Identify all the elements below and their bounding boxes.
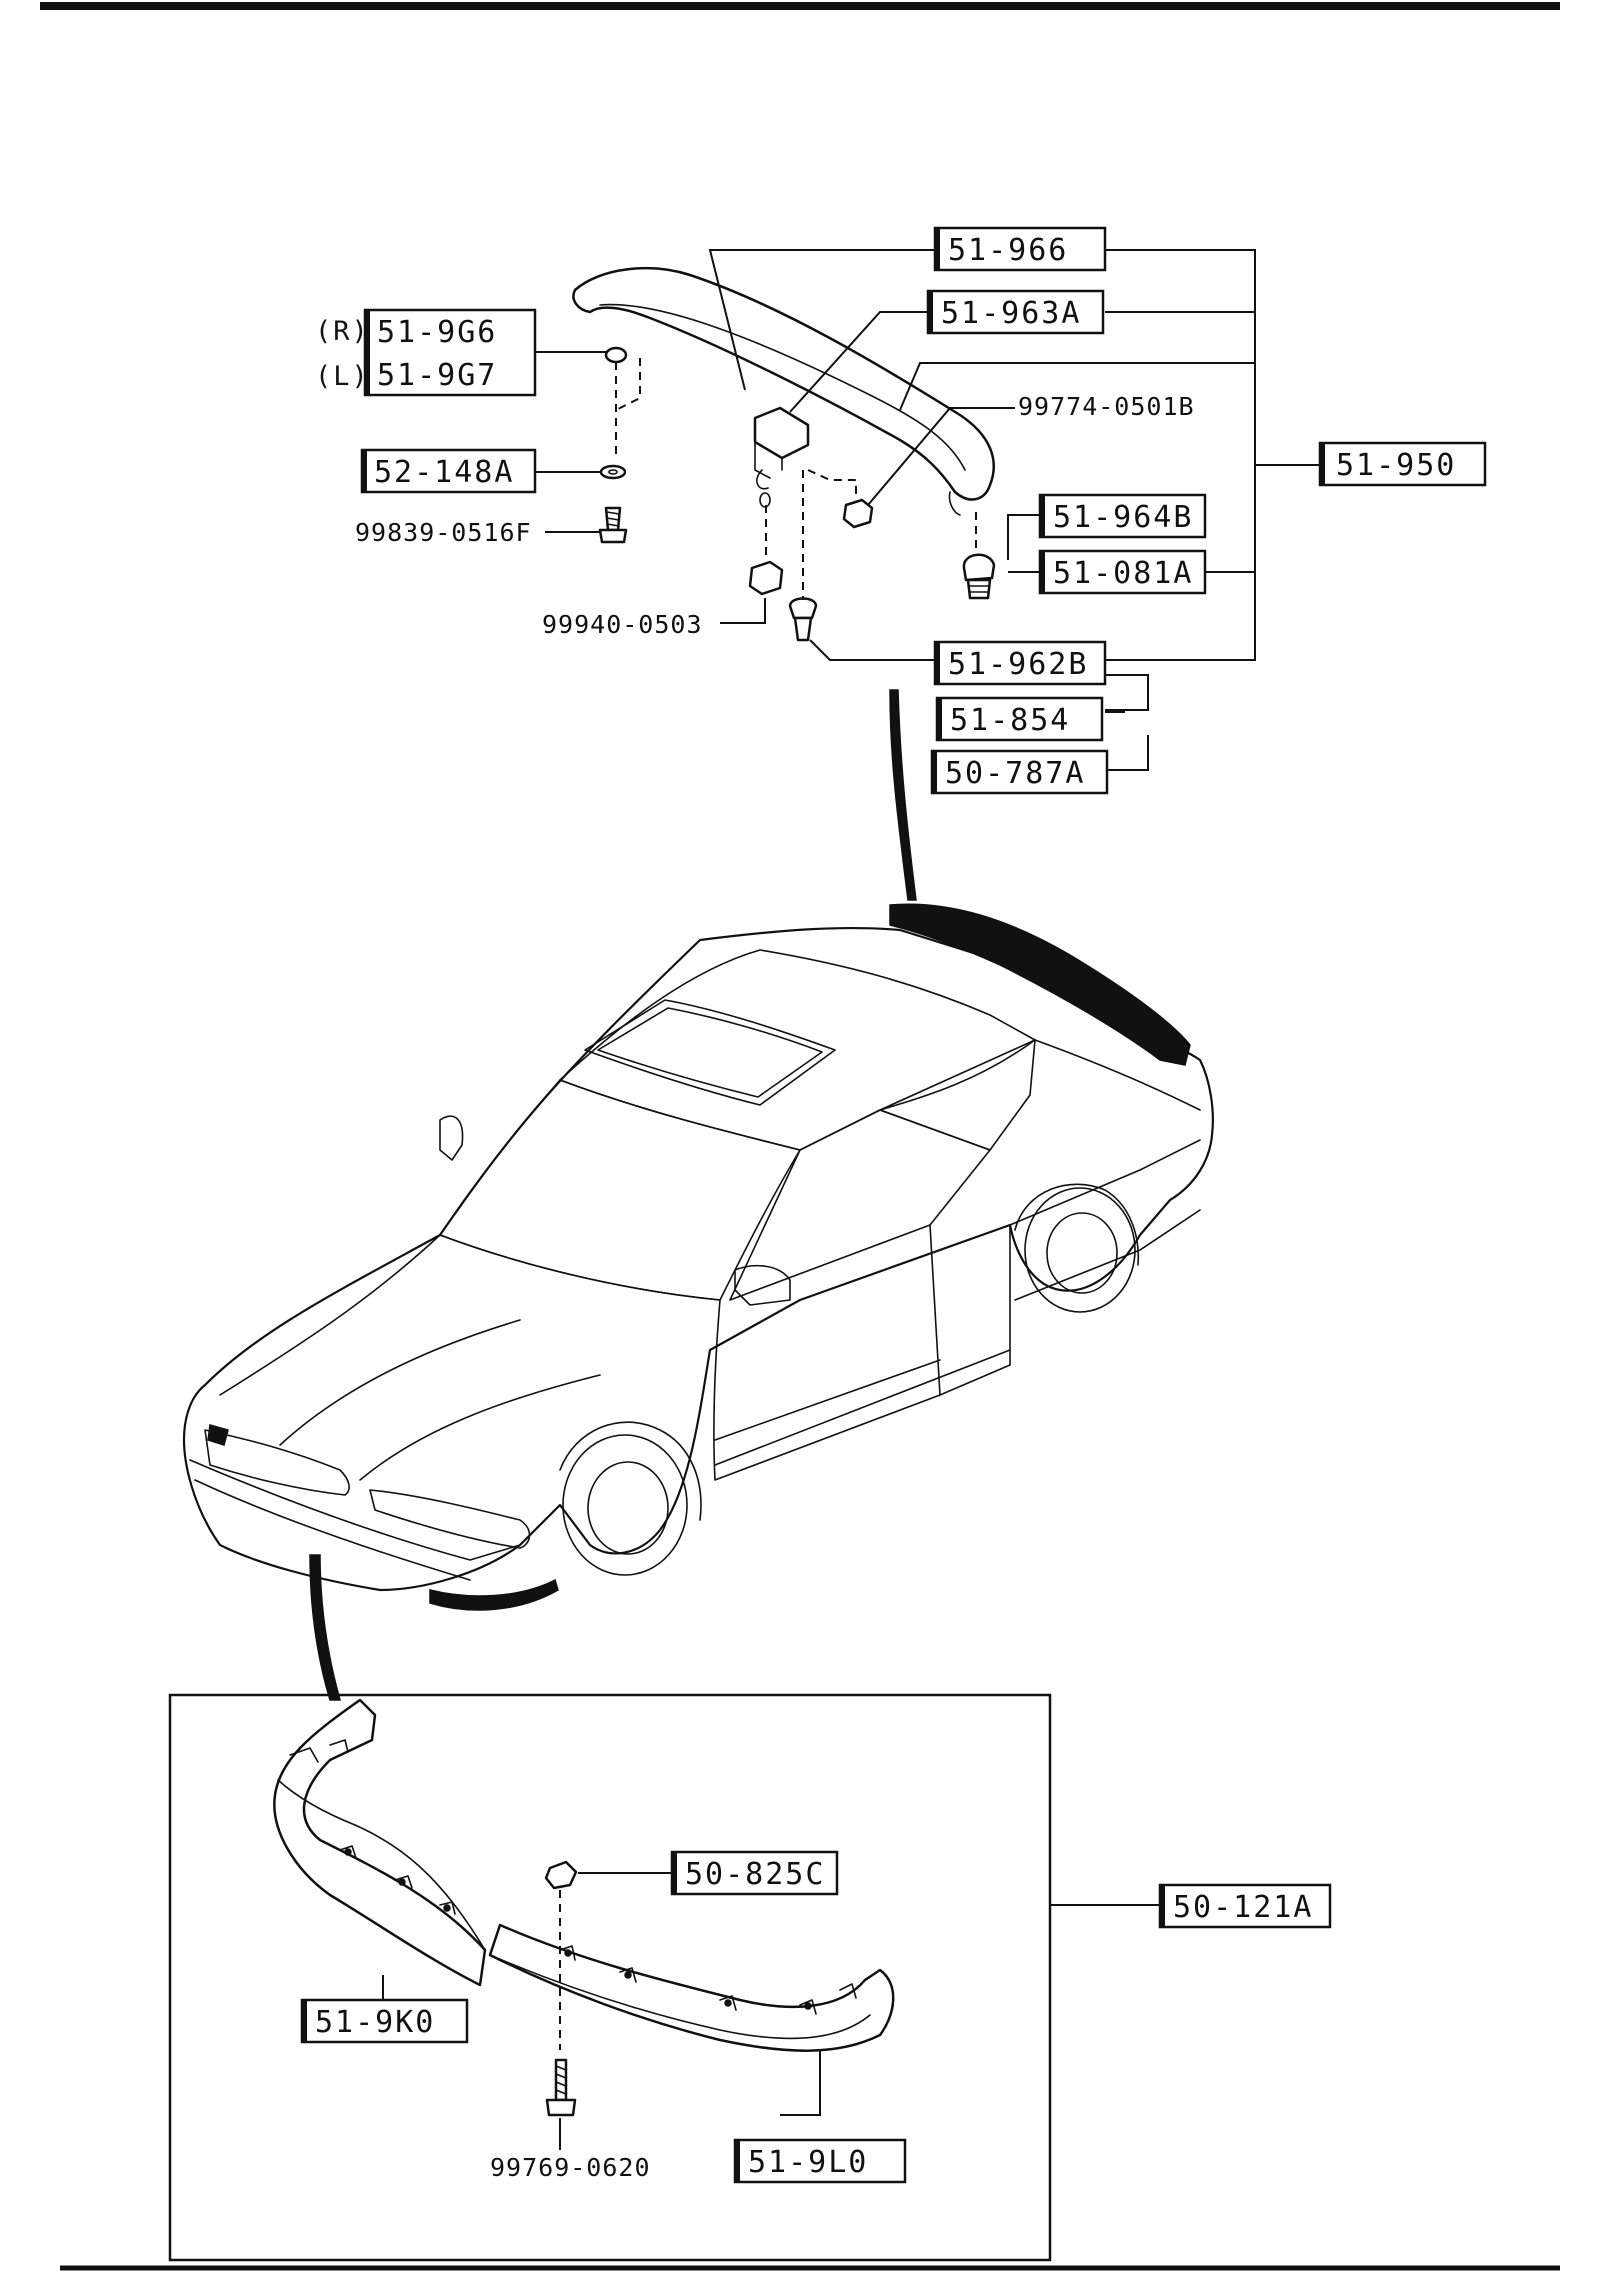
svg-text:51-962B: 51-962B (948, 647, 1088, 682)
car-illustration (183, 903, 1214, 1611)
front-lip-detail-frame (168, 1693, 1052, 2262)
label-99774-0501B: 99774-0501B (1018, 392, 1195, 421)
washer-part (599, 464, 627, 480)
screw-99769-part (545, 2058, 577, 2117)
screw-part (598, 506, 628, 544)
label-r-prefix: (R) (315, 316, 370, 347)
label-99769-0620: 99769-0620 (490, 2153, 651, 2182)
spoiler-bracket (753, 406, 810, 490)
svg-text:51-9G6: 51-9G6 (377, 315, 497, 350)
label-99839-0516F: 99839-0516F (355, 518, 532, 547)
nut-99940-part (748, 492, 784, 596)
svg-text:51-854: 51-854 (950, 703, 1070, 738)
front-lip-left-illustration (273, 1698, 487, 1987)
label-51-966: 51-966 (933, 226, 1107, 272)
svg-text:51-964B: 51-964B (1053, 500, 1193, 535)
nut-99774-part (807, 469, 874, 529)
svg-text:51-963A: 51-963A (941, 296, 1081, 331)
label-51-950: 51-950 (1318, 441, 1487, 487)
clip-nut-part (604, 346, 641, 455)
front-lip-right-illustration (488, 1923, 895, 2052)
label-51-962B: 51-962B (933, 640, 1107, 686)
callout-arrow-top (889, 689, 917, 901)
label-51-9L0: 51-9L0 (733, 2138, 907, 2184)
svg-text:51-9K0: 51-9K0 (315, 2005, 435, 2040)
callout-arrow-bottom (309, 1554, 341, 1701)
label-52-148A: 52-148A (360, 448, 537, 494)
label-51-964B: 51-964B (1038, 493, 1207, 539)
fastener-part (788, 470, 818, 642)
svg-text:51-950: 51-950 (1336, 448, 1456, 483)
label-51-9K0: 51-9K0 (300, 1998, 469, 2044)
svg-text:51-966: 51-966 (948, 233, 1068, 268)
svg-text:50-121A: 50-121A (1173, 1890, 1313, 1925)
label-51-081A: 51-081A (1038, 549, 1207, 595)
label-99940-0503: 99940-0503 (542, 610, 703, 639)
clip-50-825C-part (544, 1860, 578, 2050)
label-51-9G6-9G7: 51-9G6 51-9G7 (363, 308, 537, 397)
svg-text:50-825C: 50-825C (685, 1857, 825, 1892)
svg-text:51-9G7: 51-9G7 (377, 358, 497, 393)
label-50-121A: 50-121A (1158, 1883, 1332, 1929)
svg-text:51-081A: 51-081A (1053, 556, 1193, 591)
svg-text:52-148A: 52-148A (374, 455, 514, 490)
label-l-prefix: (L) (315, 361, 370, 392)
label-50-787A: 50-787A (930, 749, 1109, 795)
rear-spoiler-illustration (572, 266, 995, 516)
label-51-854: 51-854 (935, 696, 1104, 742)
grommet-part (962, 512, 996, 600)
label-50-825C: 50-825C (670, 1850, 839, 1896)
label-51-963A: 51-963A (926, 289, 1105, 335)
top-leader-lines (535, 249, 1320, 771)
svg-text:51-9L0: 51-9L0 (748, 2145, 868, 2180)
svg-text:50-787A: 50-787A (945, 756, 1085, 791)
